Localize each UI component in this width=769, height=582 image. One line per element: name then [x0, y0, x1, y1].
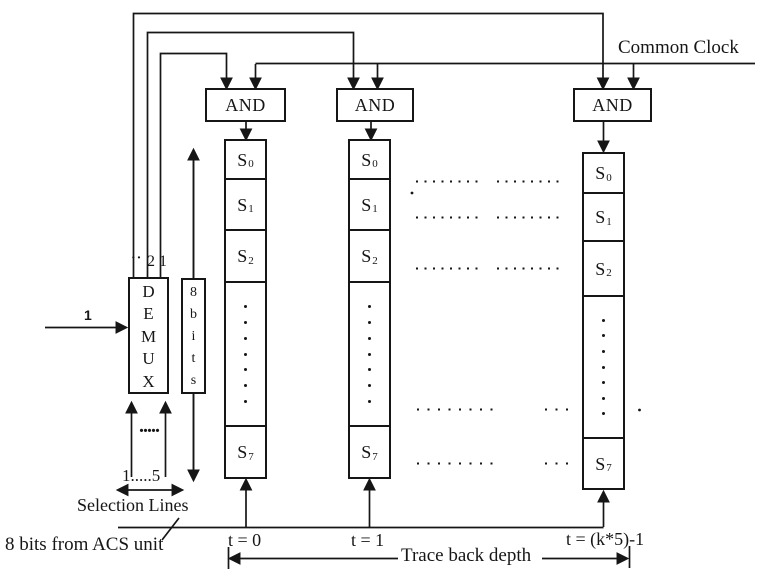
register-label: S [237, 442, 248, 462]
acs-leader-line [161, 517, 180, 541]
register-sub: 0 [248, 158, 254, 170]
register-label: S [595, 163, 606, 183]
register-sub: 2 [606, 267, 612, 279]
time-label-t0: t = 0 [228, 530, 262, 550]
demux-letter: D [142, 282, 155, 301]
demux-line-1 [159, 52, 233, 277]
demux-to-gate-lines [132, 12, 610, 277]
demux-input-label: 1 [84, 307, 92, 323]
acs-caption: 8 bits from ACS unit [5, 534, 164, 555]
register-label: S [595, 453, 606, 474]
time-label-tk: t = (k*5)-1 [566, 529, 645, 549]
register-label: S [361, 194, 372, 215]
demux-letter: M [140, 326, 157, 346]
continuation-dotted-rows [416, 180, 568, 465]
selection-range-label: 1.....5 [122, 466, 161, 485]
register-label: S [595, 207, 606, 227]
and-gate-2-label: AND [354, 94, 396, 115]
demux-line-last [132, 12, 610, 277]
register-label: S [361, 442, 372, 462]
register-sub: 1 [372, 203, 378, 215]
selection-dots-label: ..... [139, 415, 160, 437]
register-sub: 7 [606, 462, 612, 474]
selection-lines-arrows [115, 400, 185, 497]
bus-letter: 8 [190, 285, 197, 300]
demux-top-label-2: 2 [147, 253, 155, 270]
and-gate-2: AND [336, 88, 414, 122]
stray-dot-right [638, 408, 641, 412]
demux-top-label-more: ·· [131, 251, 143, 266]
clock-wiring [249, 62, 755, 91]
time-label-t1: t = 1 [351, 530, 385, 550]
demux-letter: E [143, 304, 154, 324]
bus-width-box: 8 b i t s [181, 278, 206, 394]
register-label: S [237, 194, 248, 215]
demux-letter: U [142, 349, 155, 369]
register-cell-ellipsis [226, 281, 265, 425]
register-sub: 7 [248, 450, 254, 463]
register-cell-ellipsis [584, 295, 623, 437]
register-sub: 7 [372, 450, 378, 463]
demux-block: D E M U X [128, 277, 169, 394]
stray-dot-left [410, 191, 414, 195]
register-label: S [237, 149, 248, 170]
common-clock-label: Common Clock [618, 37, 739, 58]
selection-lines-caption: Selection Lines [77, 495, 189, 515]
and-gate-1-label: AND [225, 94, 266, 115]
trace-back-depth-caption: Trace back depth [401, 545, 532, 566]
register-label: S [237, 246, 248, 266]
and-gate-3: AND [573, 88, 652, 122]
and-gate-1: AND [205, 88, 286, 122]
gate-output-arrows [239, 122, 610, 154]
register-sub: 2 [248, 254, 254, 267]
register-sub: 2 [372, 254, 378, 267]
register-sub: 1 [248, 203, 254, 215]
register-sub: 0 [372, 158, 378, 170]
bus-letter: t [191, 351, 196, 366]
demux-top-label-1: 1 [159, 253, 167, 270]
bus-letter: s [190, 373, 197, 388]
demux-line-2 [146, 31, 360, 277]
register-label: S [595, 258, 606, 279]
register-cell-ellipsis [350, 281, 389, 425]
register-sub: 0 [606, 171, 612, 184]
register-sub: 1 [606, 215, 612, 228]
acs-bus-wiring [118, 477, 610, 541]
register-label: S [361, 149, 372, 170]
bus-letter: b [190, 307, 197, 322]
bus-letter: i [191, 329, 196, 344]
trace-back-depth-measure [227, 546, 631, 569]
register-label: S [361, 246, 372, 266]
demux-letter: X [142, 371, 155, 391]
and-gate-3-label: AND [592, 94, 633, 115]
